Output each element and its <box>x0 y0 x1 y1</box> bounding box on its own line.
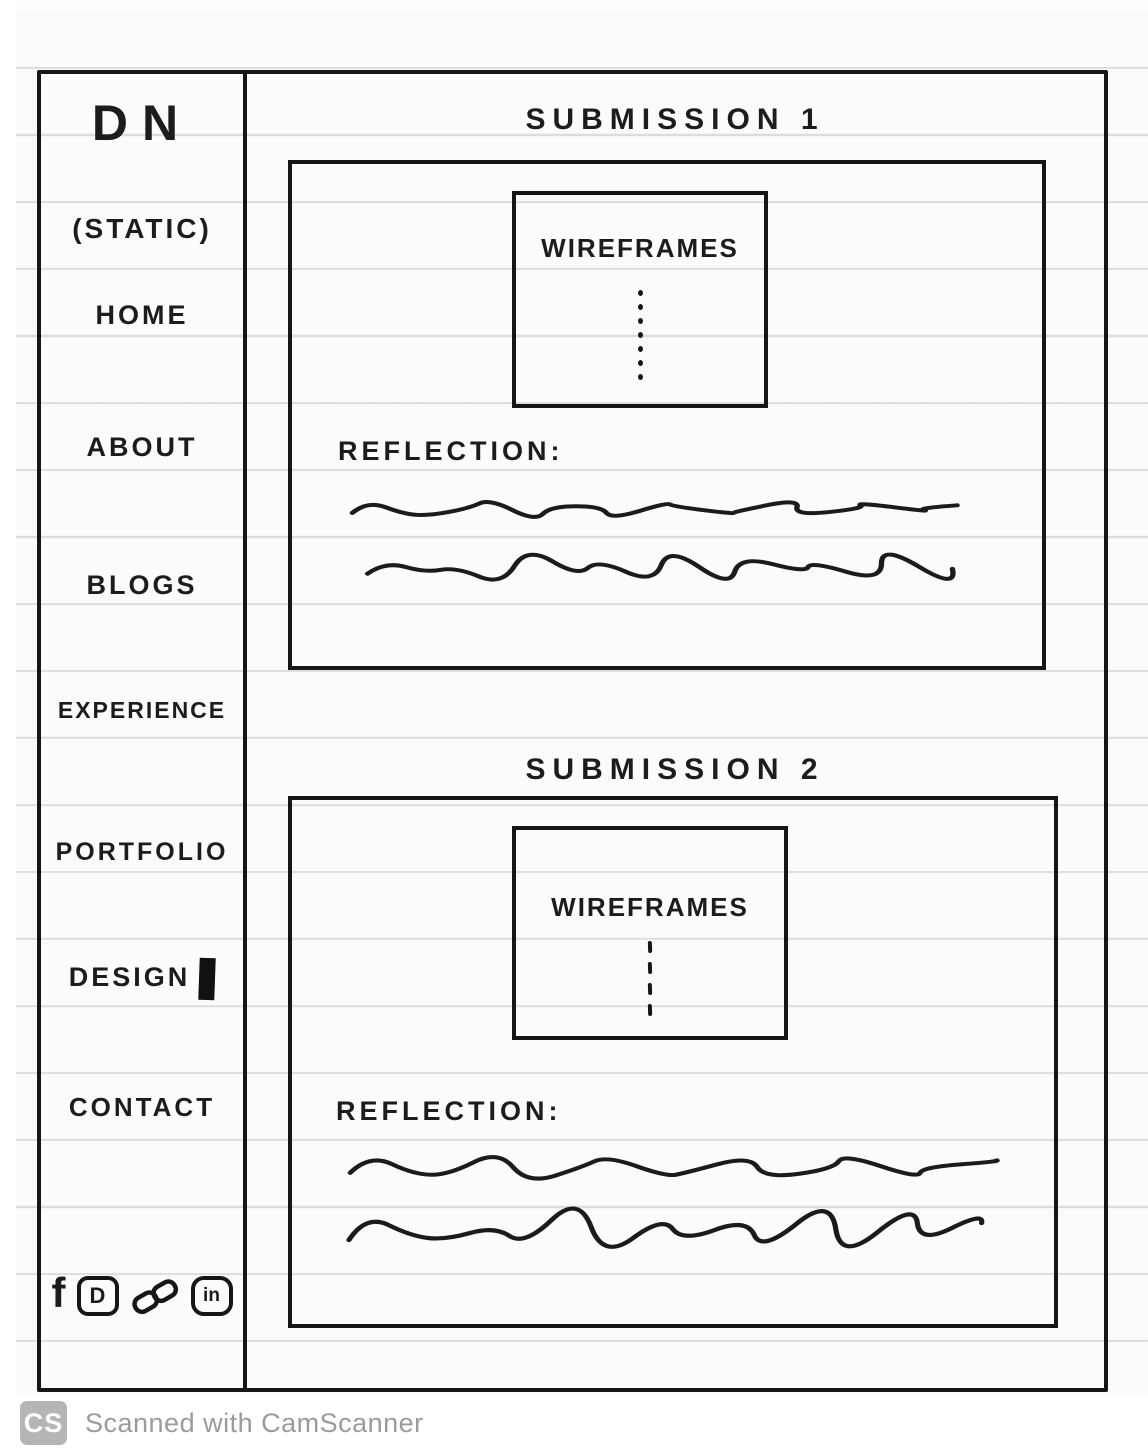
camscanner-watermark-text: Scanned with CamScanner <box>85 1407 424 1438</box>
social-icons-row: f D in <box>41 1269 243 1320</box>
wireframes-box-2: WIREFRAMES <box>512 826 788 1040</box>
sidebar-item-portfolio: PORTFOLIO <box>55 838 229 866</box>
sidebar-divider <box>243 70 247 1392</box>
scan-edge-top <box>0 0 1148 12</box>
sidebar-item-design: DESIGN <box>41 957 243 1001</box>
wireframes-label-1: WIREFRAMES <box>541 233 739 263</box>
camscanner-footer: CS Scanned with CamScanner <box>0 1394 1148 1452</box>
submission-2-box <box>288 796 1058 1328</box>
sidebar-subtitle-static: (STATIC) <box>72 213 212 244</box>
sidebar-item-home: HOME <box>95 300 189 330</box>
linkedin-icon: in <box>190 1276 233 1316</box>
sidebar-item-contact: CONTACT <box>68 1092 216 1122</box>
reflection-squiggle-1b <box>364 552 956 582</box>
sidebar-item-design-label: DESIGN <box>68 962 191 993</box>
dribbble-icon: D <box>76 1276 119 1316</box>
wireframe-outer-frame <box>37 70 1108 1392</box>
link-icon <box>131 1279 178 1315</box>
reflection-label-1: REFLECTION: <box>338 436 564 466</box>
reflection-squiggle-2b <box>346 1206 985 1249</box>
sidebar-item-blogs: BLOGS <box>86 570 198 600</box>
reflection-label-2: REFLECTION: <box>336 1096 562 1126</box>
reflection-squiggle-1a <box>349 500 960 519</box>
logo-dn: DN <box>91 95 193 151</box>
submission-1-box <box>288 160 1046 670</box>
text-cursor-block <box>198 957 216 1001</box>
dotted-line-vertical <box>516 290 764 380</box>
sidebar-item-experience: EXPERIENCE <box>57 697 227 723</box>
section-title-submission-2: SUBMISSION 2 <box>525 753 825 786</box>
wireframes-label-2: WIREFRAMES <box>551 892 749 922</box>
scan-edge-left <box>0 0 16 1452</box>
wireframes-box-1: WIREFRAMES <box>512 191 768 408</box>
section-title-submission-1: SUBMISSION 1 <box>525 103 825 136</box>
sidebar-item-about: ABOUT <box>86 432 198 462</box>
facebook-icon: f <box>51 1269 66 1316</box>
reflection-squiggle-2a <box>347 1155 1000 1181</box>
dashed-line-vertical <box>516 940 784 1017</box>
camscanner-logo: CS <box>20 1401 67 1445</box>
